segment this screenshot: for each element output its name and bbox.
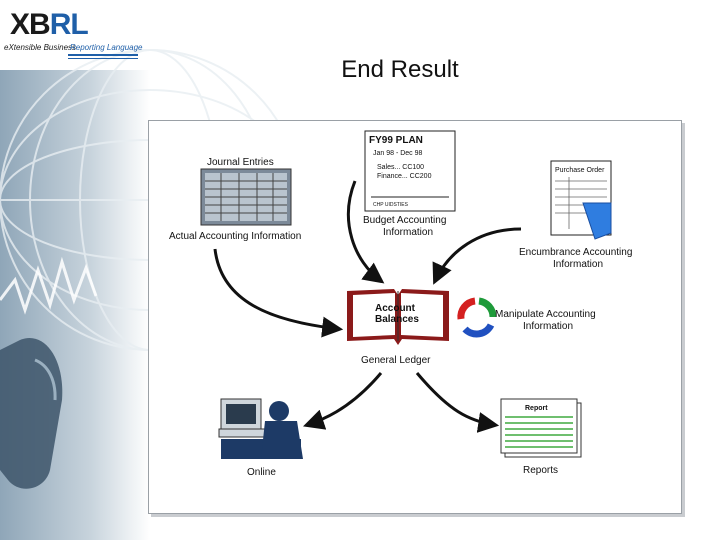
logo-letters-xb: XB: [10, 8, 51, 41]
label-manipulate-1: Manipulate Accounting: [495, 309, 596, 320]
reports-stack-icon: [500, 398, 582, 458]
arrow-encumbrance-to-ledger: [432, 227, 522, 285]
label-online: Online: [247, 467, 276, 478]
budget-plan-document-icon: [364, 130, 456, 212]
xbrl-logo: XBRL eXtensible Business Reporting Langu…: [4, 6, 144, 64]
label-account-balances-1: Account: [375, 303, 415, 314]
report-heading: Report: [525, 405, 548, 412]
label-journal-entries: Journal Entries: [207, 157, 274, 168]
logo-tagline-left: eXtensible Business: [4, 43, 77, 52]
logo-tagline-right: Reporting Language: [70, 43, 143, 52]
arrow-budget-to-ledger: [346, 180, 385, 284]
computer-mouse-icon: [0, 338, 63, 489]
label-actual-accounting: Actual Accounting Information: [169, 231, 302, 242]
diagram-canvas: [200, 130, 612, 459]
general-ledger-book-icon: [347, 289, 449, 345]
plan-line-2: Finance... CC200: [377, 173, 432, 180]
plan-heading: FY99 PLAN: [369, 135, 423, 146]
label-general-ledger: General Ledger: [361, 355, 431, 366]
purchase-order-heading: Purchase Order: [555, 167, 605, 174]
logo-wordmark: XBRL: [10, 8, 89, 42]
cycle-arrows-icon: [457, 297, 497, 338]
logo-underline-icon: [68, 54, 138, 59]
plan-line-1: Sales... CC100: [377, 164, 425, 171]
label-account-balances-2: Balances: [375, 314, 419, 325]
label-budget-accounting-1: Budget Accounting: [363, 215, 447, 226]
label-reports: Reports: [523, 465, 559, 476]
arrow-ledger-to-online: [303, 372, 383, 430]
logo-letters-rl: RL: [49, 8, 89, 41]
slide-title: End Result: [341, 56, 459, 83]
online-user-computer-icon: [218, 398, 303, 459]
zigzag-signal-icon: [0, 256, 98, 315]
plan-footer: CHP UIDSTIES: [373, 202, 408, 208]
plan-dates: Jan 98 - Dec 98: [373, 150, 423, 157]
arrow-journal-to-ledger: [213, 248, 344, 338]
purchase-order-document-icon: [550, 160, 612, 240]
label-encumbrance-1: Encumbrance Accounting: [519, 247, 633, 258]
label-manipulate-2: Information: [523, 321, 574, 332]
arrow-ledger-to-reports: [415, 372, 500, 433]
diagram-frame: Journal Entries Actual Accounting Inform…: [148, 120, 682, 514]
label-budget-accounting-2: Information: [383, 227, 434, 238]
label-encumbrance-2: Information: [553, 259, 604, 270]
journal-entries-binder-icon: [200, 168, 292, 226]
